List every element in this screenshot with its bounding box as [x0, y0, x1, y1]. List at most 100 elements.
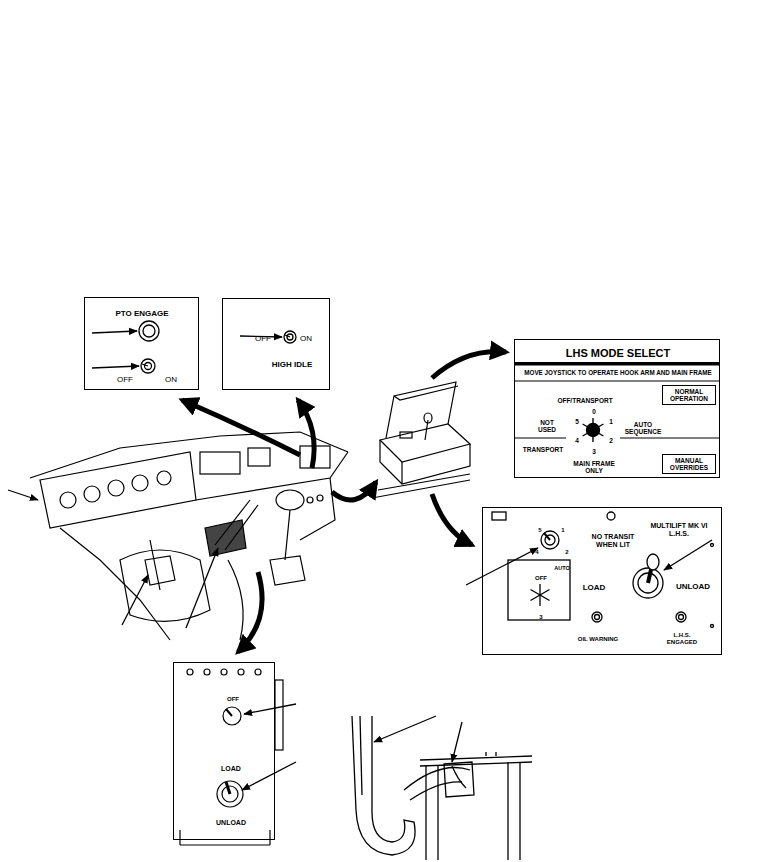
- panel-label: MAIN FRAME ONLY: [570, 460, 618, 474]
- multilift-controls-part: [531, 590, 541, 596]
- cab-dashboard-part: [145, 556, 175, 585]
- pto-switch: [141, 359, 155, 373]
- control-box-details-part: [269, 830, 270, 845]
- panel-label: NOT USED: [532, 419, 562, 433]
- control-box-details-part: [217, 781, 243, 807]
- panel-label: MOVE JOYSTICK TO OPERATE HOOK ARM AND MA…: [524, 370, 712, 377]
- panel-label: 4: [535, 549, 538, 556]
- panel-label: LOAD: [583, 584, 606, 593]
- panel-label: NORMAL OPERATION: [666, 388, 712, 402]
- panel-label: L.H.S. ENGAGED: [661, 632, 703, 645]
- multilift-controls-part: [540, 590, 550, 596]
- hook-and-bar-part: [485, 752, 486, 756]
- multilift-controls: [492, 512, 714, 628]
- control-box-details-part: [226, 782, 230, 794]
- hook-and-bar-part: [452, 766, 466, 788]
- cab-dashboard-part: [30, 432, 348, 478]
- cab-dashboard-part: [84, 486, 100, 502]
- control-box-details-part: [255, 669, 261, 675]
- panel-label: UNLOAD: [676, 583, 710, 592]
- mode-panel-rules-part: [620, 437, 720, 438]
- view-arrows-part: [332, 482, 376, 500]
- cab-dashboard-part: [60, 492, 76, 508]
- view-arrows-part: [432, 494, 472, 545]
- leader-arrows-part: [186, 548, 218, 628]
- hook-and-bar: [352, 716, 532, 860]
- multilift-controls-part: [544, 533, 550, 540]
- pto-button-part: [139, 321, 159, 341]
- cab-dashboard-part: [200, 452, 240, 474]
- panel-label: 3: [539, 614, 542, 621]
- mode-group-box: MANUAL OVERRIDES: [662, 454, 716, 474]
- panel-label: OFF/TRANSPORT: [557, 397, 612, 404]
- control-box-details-part: [226, 709, 232, 716]
- cab-dashboard-part: [285, 510, 290, 560]
- pto-button: [139, 321, 159, 341]
- view-arrows-part: [238, 572, 262, 652]
- panel-label: MULTILIFT MK VI L.H.S.: [643, 522, 715, 537]
- panel-label: 2: [609, 437, 613, 444]
- multilift-controls-part: [676, 612, 686, 622]
- multilift-controls-part: [541, 531, 559, 549]
- mode-group-box: NORMAL OPERATION: [662, 385, 716, 405]
- multilift-controls-part: [492, 512, 506, 520]
- mode-dial: [583, 418, 604, 442]
- view-arrows: [182, 352, 506, 652]
- lhs-control-box-part: [400, 432, 412, 438]
- cab-dashboard-part: [120, 550, 210, 621]
- lhs-control-box-part: [372, 480, 470, 498]
- multilift-panel: MULTILIFT MK VI L.H.S.NO TRANSIT WHEN LI…: [482, 507, 722, 655]
- hook-and-bar-part: [404, 768, 470, 791]
- hook-and-bar-part: [410, 782, 462, 800]
- high-idle-switch-part: [284, 331, 296, 343]
- panel-label: PTO ENGAGE: [115, 310, 168, 319]
- hook-and-bar-part: [519, 762, 520, 860]
- hook-and-bar-part: [352, 716, 415, 855]
- cab-dashboard-part: [205, 520, 246, 556]
- panel-label: OIL WARNING: [577, 636, 619, 643]
- multilift-controls-part: [540, 595, 550, 601]
- control-box-details-part: [275, 680, 283, 750]
- leader-arrows-part: [466, 548, 538, 585]
- multilift-controls-part: [711, 625, 714, 628]
- panel-label: AUTO SEQUENCE: [622, 421, 664, 435]
- panel-label: 3: [592, 448, 596, 455]
- multilift-controls-part: [607, 512, 615, 520]
- multilift-controls-part: [679, 615, 684, 620]
- cab-dashboard: [30, 432, 348, 640]
- leader-arrows-part: [242, 762, 296, 790]
- control-box-details-part: [223, 707, 241, 725]
- cab-dashboard-part: [40, 452, 196, 528]
- leader-arrows-part: [92, 331, 137, 333]
- panel-label: OFF: [117, 376, 133, 385]
- panel-label: 5: [575, 418, 579, 425]
- mode-panel-rules-part: [514, 380, 720, 381]
- mode-panel-rules-part: [514, 437, 566, 438]
- mode-dial-part: [587, 424, 600, 437]
- leader-arrows-part: [122, 575, 148, 625]
- lhs-control-box-part: [386, 382, 456, 438]
- panel-label: OFF: [255, 335, 271, 344]
- hook-and-bar-part: [360, 716, 362, 795]
- hook-and-bar-part: [495, 752, 496, 756]
- view-arrows-part: [298, 400, 314, 468]
- cab-dashboard-part: [307, 497, 313, 503]
- panel-label: 1: [561, 527, 564, 534]
- cab-dashboard-part: [276, 490, 304, 510]
- panel-label: ON: [165, 376, 177, 385]
- panel-label: UNLOAD: [216, 819, 246, 827]
- panel-label: OFF: [535, 575, 547, 582]
- multilift-controls-part: [539, 595, 540, 606]
- high-idle-switch-part: [285, 335, 290, 337]
- pto-switch-part: [141, 359, 155, 373]
- high-idle-switch: [284, 331, 296, 343]
- cab-dashboard-part: [270, 556, 305, 585]
- control-box-details-part: [180, 844, 270, 845]
- view-arrows-part: [182, 400, 300, 455]
- multilift-controls-part: [531, 595, 541, 601]
- cab-dashboard-part: [157, 471, 171, 485]
- panel-label: HIGH IDLE: [272, 361, 312, 370]
- panel-label: MANUAL OVERRIDES: [666, 457, 712, 471]
- panel-label: LHS MODE SELECT: [566, 347, 671, 359]
